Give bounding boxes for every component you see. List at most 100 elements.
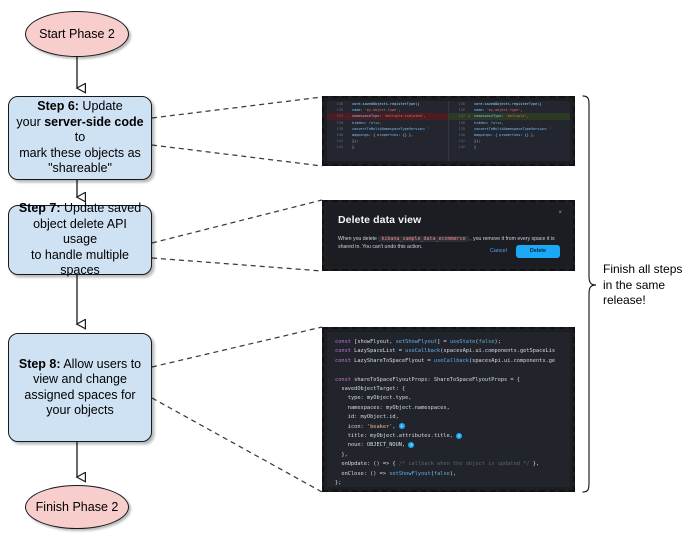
code-line: 136 core.savedObjects.registerType({: [327, 101, 448, 107]
code-line: const LazySpaceList = useCallback(spaces…: [335, 348, 556, 355]
code-text: name: 'my-object-type',: [474, 108, 523, 113]
code-line: },: [335, 451, 348, 458]
line-number: 137: [336, 114, 343, 119]
code-line: 141});: [449, 138, 570, 144]
code-line: 142}: [449, 144, 570, 150]
code-text: }: [474, 145, 477, 150]
code-line: type: myObject.type,: [335, 395, 412, 402]
code-line: 137- namespaceType: 'multiple-isolated',: [327, 113, 448, 120]
callout-marker: 3: [408, 441, 415, 448]
code-text: mappings: { properties: {} },: [352, 132, 414, 137]
code-text: core.savedObjects.registerType({: [352, 102, 420, 106]
code-text: convertToMultiNamespaceTypeVersion: ': [352, 126, 430, 131]
line-number: 136: [336, 102, 343, 106]
node-start-label: Start Phase 2: [39, 27, 115, 41]
code-text: });: [352, 139, 359, 144]
code-text: }: [352, 145, 355, 150]
line-number: 136: [458, 102, 465, 106]
code-line: noun: OBJECT_NOUN, 3: [335, 441, 415, 449]
code-line: 139 convertToMultiNamespaceTypeVersion: …: [449, 126, 570, 132]
react-code-viewport: const [showFlyout, setShowFlyout] = useS…: [327, 332, 570, 487]
line-number: 136: [336, 108, 343, 113]
cancel-button[interactable]: Cancel: [490, 248, 507, 255]
code-line: const [showFlyout, setShowFlyout] = useS…: [335, 339, 501, 345]
code-line: [335, 366, 562, 375]
node-step-6[interactable]: Step 6: Update your server-side code to …: [8, 96, 152, 180]
line-number: 137: [458, 114, 465, 119]
code-line: };: [335, 480, 342, 487]
screenshot-react-code[interactable]: const [showFlyout, setShowFlyout] = useS…: [322, 327, 575, 492]
code-line: 140 mappings: { properties: {} },: [449, 132, 570, 138]
step-7-bold: Step 7:: [18, 201, 61, 216]
delete-dialog-viewport: × Delete data view When you delete kiban…: [327, 205, 570, 266]
code-line: onClose: () => setShowFlyout(false),: [335, 470, 457, 477]
code-line: 138 hidden: false,: [449, 120, 570, 126]
code-text: namespaceType: 'multiple',: [474, 114, 529, 119]
code-line: icon: 'beaker', 1: [335, 423, 405, 430]
code-line: 141});: [327, 138, 448, 144]
diff-marker: +: [468, 114, 471, 119]
code-line: 137+ namespaceType: 'multiple',: [449, 113, 570, 120]
code-text: mappings: { properties: {} },: [474, 132, 536, 137]
dialog-body: When you delete kibana_sample_data_ecomm…: [338, 236, 555, 250]
code-line: namespaces: myObject.namespaces,: [335, 404, 450, 411]
node-step-8-text: Step 8: Allow users to view and change a…: [18, 356, 142, 418]
delete-button[interactable]: Delete: [515, 244, 560, 258]
code-line: savedObjectTarget: {: [335, 386, 406, 393]
code-line: 136 name: 'my-object-type',: [327, 107, 448, 113]
screenshot-delete-dialog[interactable]: × Delete data view When you delete kiban…: [322, 200, 575, 271]
delete-data-view-dialog: × Delete data view When you delete kiban…: [327, 205, 570, 266]
step-8-bold: Step 8:: [18, 356, 61, 371]
line-number: 139: [336, 126, 343, 131]
code-line: 142}: [327, 144, 448, 150]
line-number: 136: [458, 108, 465, 113]
step-6-bold: Step 6:: [37, 99, 79, 114]
code-line: 136 name: 'my-object-type',: [449, 107, 570, 113]
diff-marker: -: [346, 114, 349, 119]
code-line: id: myObject.id,: [335, 414, 399, 421]
code-line: const shareToSpaceFlyoutProps: ShareToSp…: [335, 376, 520, 383]
dialog-actions: Cancel Delete: [490, 244, 560, 258]
code-line: 138 hidden: false,: [327, 120, 448, 126]
code-line: onUpdate: () => { /* callback when the o…: [335, 461, 540, 468]
line-number: 141: [458, 139, 465, 144]
node-step-7-text: Step 7: Update saved object delete API u…: [18, 201, 142, 278]
line-number: 140: [336, 132, 343, 137]
callout-marker: 2: [456, 432, 463, 439]
line-number: 139: [458, 126, 465, 131]
dialog-code-chip: kibana_sample_data_ecommerce: [378, 236, 469, 242]
react-code-block[interactable]: const [showFlyout, setShowFlyout] = useS…: [327, 332, 570, 487]
code-line: title: myObject.attributes.title, 2: [335, 432, 463, 440]
line-number: 141: [336, 139, 343, 144]
code-line: 139 convertToMultiNamespaceTypeVersion: …: [327, 126, 448, 132]
dialog-title: Delete data view: [338, 214, 422, 226]
line-number: 138: [336, 120, 343, 125]
code-line: const LazyShareToSpaceFlyout = useCallba…: [335, 357, 556, 364]
node-finish-label: Finish Phase 2: [35, 500, 119, 514]
close-icon[interactable]: ×: [558, 210, 562, 216]
code-line: 140 mappings: { properties: {} },: [327, 132, 448, 138]
callout-marker: 1: [398, 423, 405, 430]
line-number: 142: [336, 145, 343, 150]
line-number: 138: [458, 120, 465, 125]
line-number: 142: [458, 145, 465, 150]
note-finish-all-steps: Finish all steps in the same release!: [603, 262, 683, 307]
node-step-6-text: Step 6: Update your server-side code to …: [16, 99, 144, 176]
code-text: core.savedObjects.registerType({: [474, 102, 542, 106]
node-step-8[interactable]: Step 8: Allow users to view and change a…: [8, 333, 152, 442]
node-start-phase-2[interactable]: Start Phase 2: [25, 11, 129, 57]
line-number: 140: [458, 132, 465, 137]
code-text: hidden: false,: [352, 120, 382, 125]
node-step-7[interactable]: Step 7: Update saved object delete API u…: [8, 201, 152, 277]
node-finish-phase-2[interactable]: Finish Phase 2: [25, 485, 129, 529]
code-text: name: 'my-object-type',: [352, 108, 401, 113]
code-line: 136 core.savedObjects.registerType({: [449, 101, 570, 107]
code-text: });: [474, 139, 481, 144]
code-text: convertToMultiNamespaceTypeVersion: ': [474, 126, 552, 131]
